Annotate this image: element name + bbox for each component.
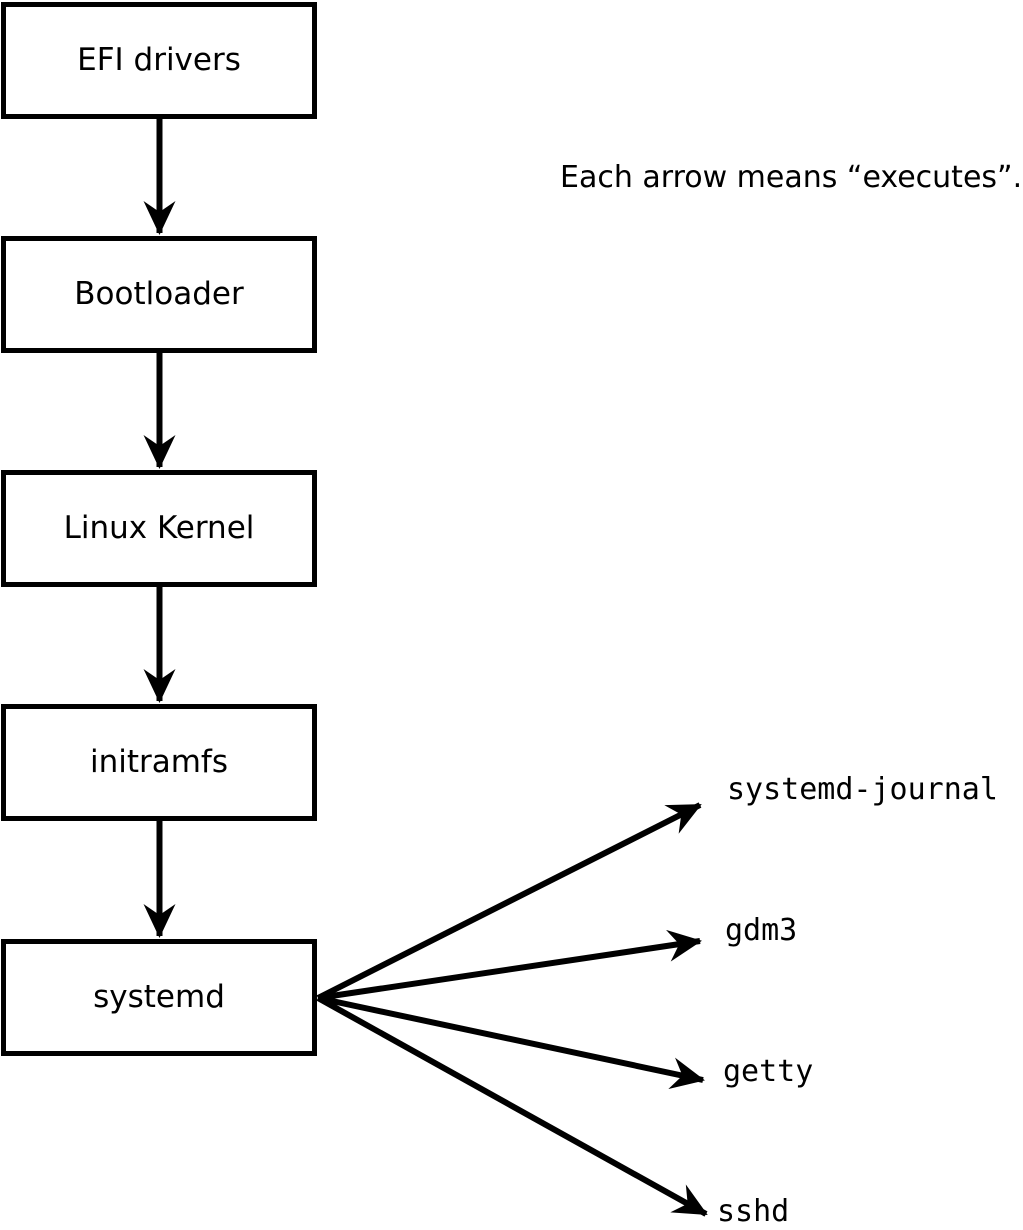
process-label-gdm3: gdm3 [725, 913, 798, 948]
arrow-systemd-to-gdm3 [317, 929, 702, 1001]
box-efi-drivers-label: EFI drivers [77, 42, 241, 78]
box-initramfs: initramfs [1, 704, 317, 821]
box-systemd: systemd [1, 939, 317, 1056]
box-efi-drivers: EFI drivers [1, 2, 317, 119]
arrow-systemd-to-getty [317, 995, 705, 1089]
box-bootloader: Bootloader [1, 236, 317, 353]
process-label-systemd-journal: systemd-journal [727, 772, 998, 807]
arrow-meaning-note: Each arrow means “executes”. [560, 160, 1023, 195]
process-label-getty: getty [723, 1054, 814, 1089]
arrow-systemd-to-journal [316, 802, 702, 1001]
box-linux-kernel-label: Linux Kernel [63, 510, 255, 546]
box-initramfs-label: initramfs [89, 744, 229, 780]
box-linux-kernel: Linux Kernel [1, 470, 317, 587]
arrow-systemd-to-sshd [316, 995, 708, 1217]
box-bootloader-label: Bootloader [74, 276, 244, 312]
box-systemd-label: systemd [93, 979, 225, 1015]
process-label-sshd: sshd [717, 1194, 790, 1229]
